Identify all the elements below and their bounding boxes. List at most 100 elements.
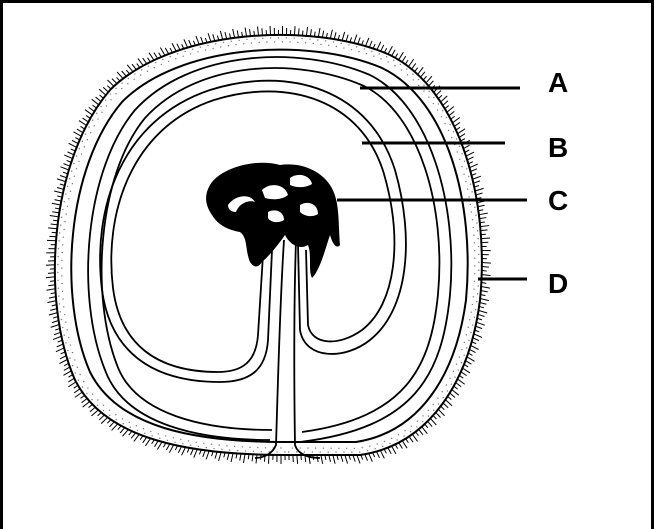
speckle <box>66 329 67 330</box>
villus <box>395 53 398 57</box>
speckle <box>173 437 174 438</box>
villus <box>467 357 475 361</box>
speckle <box>207 45 208 46</box>
villus <box>443 101 448 106</box>
villus <box>165 48 168 54</box>
villus <box>63 371 71 376</box>
speckle <box>88 126 89 127</box>
speckle <box>161 64 162 65</box>
speckle <box>197 51 198 52</box>
speckle <box>64 314 65 315</box>
speckle <box>312 451 313 452</box>
speckle <box>165 435 166 436</box>
villus <box>140 436 143 440</box>
villus <box>89 107 95 111</box>
speckle <box>328 45 329 46</box>
villus <box>457 379 464 384</box>
villus <box>81 395 85 398</box>
villus <box>392 50 395 56</box>
speckle <box>466 347 467 348</box>
villus <box>433 415 436 419</box>
speckle <box>87 139 88 140</box>
speckle <box>60 224 61 225</box>
speckle <box>274 41 275 42</box>
speckle <box>292 447 293 448</box>
speckle <box>320 44 321 45</box>
villus <box>262 28 263 35</box>
speckle <box>62 327 63 328</box>
villus <box>100 95 104 98</box>
speckle <box>58 295 59 296</box>
label-a: A <box>548 67 568 98</box>
villus <box>126 70 129 74</box>
villus <box>480 302 487 304</box>
villus <box>473 338 479 341</box>
villus <box>481 291 488 292</box>
villus <box>376 451 379 457</box>
speckle <box>61 217 62 218</box>
villus <box>101 417 107 423</box>
speckle <box>167 440 168 441</box>
speckle <box>110 93 111 94</box>
villus <box>445 106 449 109</box>
speckle <box>461 362 462 363</box>
speckle <box>130 426 131 427</box>
villus <box>54 191 63 193</box>
speckle <box>411 425 412 426</box>
villus <box>64 155 72 159</box>
speckle <box>59 232 60 233</box>
speckle <box>109 415 110 416</box>
speckle <box>249 447 250 448</box>
speckle <box>62 291 63 292</box>
villus <box>384 48 386 52</box>
speckle <box>143 428 144 429</box>
villus <box>68 375 72 378</box>
speckle <box>441 116 442 117</box>
villus <box>297 455 298 464</box>
villus <box>154 53 158 59</box>
speckle <box>265 447 266 448</box>
villus <box>67 152 73 155</box>
speckle <box>61 275 62 276</box>
speckle <box>473 234 474 235</box>
speckle <box>61 283 62 284</box>
speckle <box>380 58 381 59</box>
villus <box>452 390 459 396</box>
speckle <box>454 376 455 377</box>
speckle <box>253 451 254 452</box>
villus <box>482 263 491 264</box>
villus <box>54 332 61 334</box>
speckle <box>175 58 176 59</box>
speckle <box>442 110 443 111</box>
villus <box>53 336 61 339</box>
villus <box>85 110 92 115</box>
villus <box>443 403 448 408</box>
speckle <box>137 430 138 431</box>
speckle <box>206 447 207 448</box>
villus <box>57 187 64 189</box>
villus <box>57 179 66 182</box>
villus <box>469 164 477 168</box>
speckle <box>288 451 289 452</box>
speckle <box>351 451 352 452</box>
speckle <box>371 51 372 52</box>
villus <box>49 297 56 298</box>
speckle <box>471 191 472 192</box>
speckle <box>423 85 424 86</box>
villus <box>480 298 489 300</box>
villus <box>219 452 222 461</box>
speckle <box>63 236 64 237</box>
villus <box>449 111 454 115</box>
speckle <box>361 447 362 448</box>
speckle <box>82 386 83 387</box>
speckle <box>58 287 59 288</box>
villus <box>122 429 128 436</box>
speckle <box>418 85 419 86</box>
speckle <box>467 189 468 190</box>
villus <box>184 39 188 47</box>
speckle <box>68 337 69 338</box>
villus <box>402 441 407 449</box>
villus <box>441 96 448 102</box>
speckle <box>473 296 474 297</box>
villus <box>454 386 458 389</box>
